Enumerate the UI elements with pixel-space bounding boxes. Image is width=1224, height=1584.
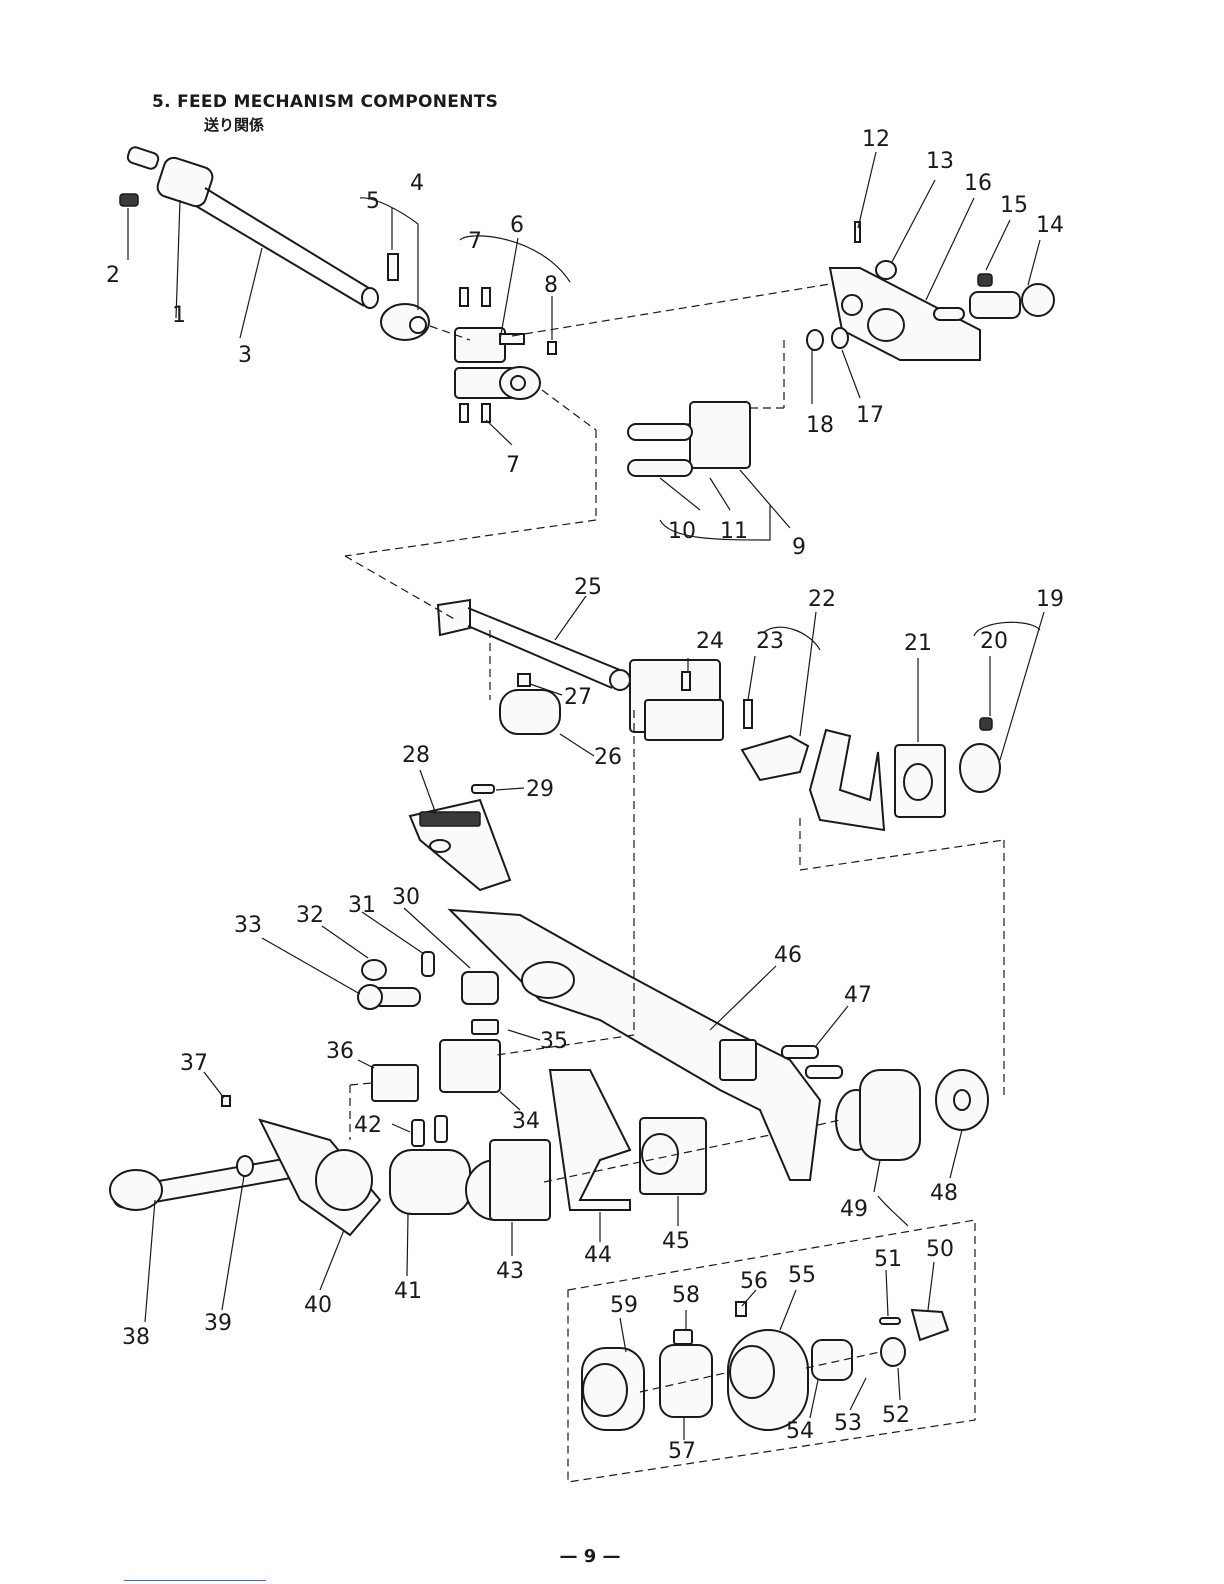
part-label-46: 46 bbox=[774, 943, 802, 968]
part-label-52: 52 bbox=[882, 1403, 910, 1428]
part-label-1: 1 bbox=[172, 303, 186, 328]
part-label-18: 18 bbox=[806, 413, 834, 438]
part-label-28: 28 bbox=[402, 743, 430, 768]
part-label-21: 21 bbox=[904, 631, 932, 656]
slide-block bbox=[628, 402, 750, 476]
part-label-3: 3 bbox=[238, 343, 252, 368]
part-label-25: 25 bbox=[574, 575, 602, 600]
part-label-55: 55 bbox=[788, 1263, 816, 1288]
part-label-8: 8 bbox=[544, 273, 558, 298]
part-label-34: 34 bbox=[512, 1109, 540, 1134]
feed-dog bbox=[410, 785, 510, 890]
part-label-30: 30 bbox=[392, 885, 420, 910]
page-number: — 9 — bbox=[0, 1546, 1180, 1567]
part-label-12: 12 bbox=[862, 127, 890, 152]
part-label-58: 58 bbox=[672, 1283, 700, 1308]
part-label-15: 15 bbox=[1000, 193, 1028, 218]
part-label-17: 17 bbox=[856, 403, 884, 428]
part-label-35: 35 bbox=[540, 1029, 568, 1054]
part-label-4: 4 bbox=[410, 171, 424, 196]
part-label-7b: 7 bbox=[506, 453, 520, 478]
part-label-22: 22 bbox=[808, 587, 836, 612]
part-label-48: 48 bbox=[930, 1181, 958, 1206]
part-label-37: 37 bbox=[180, 1051, 208, 1076]
feed-shaft-assembly bbox=[120, 146, 378, 308]
part-label-33: 33 bbox=[234, 913, 262, 938]
part-label-56: 56 bbox=[740, 1269, 768, 1294]
part-label-29: 29 bbox=[526, 777, 554, 802]
part-label-26: 26 bbox=[594, 745, 622, 770]
part-label-50: 50 bbox=[926, 1237, 954, 1262]
part-label-49: 49 bbox=[840, 1197, 868, 1222]
part-label-31: 31 bbox=[348, 893, 376, 918]
collar-and-crank bbox=[381, 254, 556, 422]
feed-lever-right bbox=[742, 700, 1000, 830]
part-label-47: 47 bbox=[844, 983, 872, 1008]
part-label-20: 20 bbox=[980, 629, 1008, 654]
part-label-19: 19 bbox=[1036, 587, 1064, 612]
part-label-27: 27 bbox=[564, 685, 592, 710]
part-label-24: 24 bbox=[696, 629, 724, 654]
part-label-11: 11 bbox=[720, 519, 748, 544]
feed-bar-pivot-parts bbox=[358, 952, 500, 1101]
part-label-13: 13 bbox=[926, 149, 954, 174]
part-label-43: 43 bbox=[496, 1259, 524, 1284]
part-label-54: 54 bbox=[786, 1419, 814, 1444]
part-label-2: 2 bbox=[106, 263, 120, 288]
lift-shaft-assembly bbox=[438, 600, 723, 740]
part-label-40: 40 bbox=[304, 1293, 332, 1318]
part-label-44: 44 bbox=[584, 1243, 612, 1268]
part-label-10: 10 bbox=[668, 519, 696, 544]
part-label-39: 39 bbox=[204, 1311, 232, 1336]
eccentric-subassembly bbox=[568, 1220, 975, 1482]
part-label-36: 36 bbox=[326, 1039, 354, 1064]
part-label-38: 38 bbox=[122, 1325, 150, 1350]
part-label-6: 6 bbox=[510, 213, 524, 238]
part-label-41: 41 bbox=[394, 1279, 422, 1304]
part-label-23: 23 bbox=[756, 629, 784, 654]
part-label-45: 45 bbox=[662, 1229, 690, 1254]
part-label-59: 59 bbox=[610, 1293, 638, 1318]
part-label-5: 5 bbox=[366, 189, 380, 214]
part-label-32: 32 bbox=[296, 903, 324, 928]
footer-divider bbox=[124, 1580, 266, 1581]
part-label-57: 57 bbox=[668, 1439, 696, 1464]
part-label-14: 14 bbox=[1036, 213, 1064, 238]
part-label-53: 53 bbox=[834, 1411, 862, 1436]
part-label-51: 51 bbox=[874, 1247, 902, 1272]
part-label-7: 7 bbox=[468, 229, 482, 254]
part-label-42: 42 bbox=[354, 1113, 382, 1138]
part-label-16: 16 bbox=[964, 171, 992, 196]
part-label-9: 9 bbox=[792, 535, 806, 560]
